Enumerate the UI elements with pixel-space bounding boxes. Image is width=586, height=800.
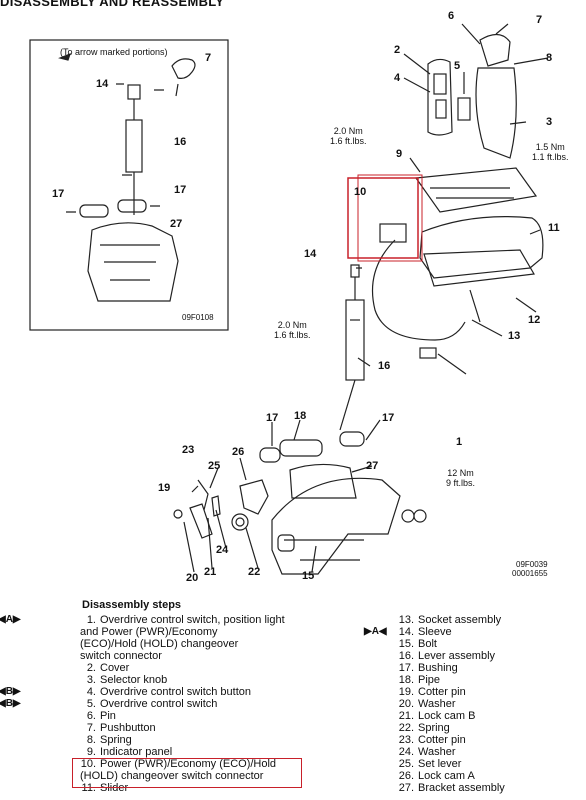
callout-11: 11: [548, 222, 560, 234]
step-14: ▶A◀ 14.Sleeve: [364, 626, 452, 638]
step-6: 6.Pin: [86, 710, 116, 722]
inset-callout-27: 27: [170, 218, 183, 230]
inset-frame: [29, 39, 229, 331]
callout-20: 20: [186, 572, 199, 584]
inset-callout-16: 16: [174, 136, 187, 148]
step-1: ◀A▶ 1.Overdrive control switch, position…: [0, 614, 285, 626]
highlight-step-10: [72, 758, 302, 788]
callout-16: 16: [378, 360, 391, 372]
step-15: 15.Bolt: [398, 638, 437, 650]
steps-left-column: ◀A▶ 1.Overdrive control switch, position…: [0, 614, 285, 794]
highlight-box-10: [347, 177, 419, 259]
tag-b1: ◀B▶: [0, 686, 21, 697]
steps-right-column: 13.Socket assembly ▶A◀ 14.Sleeve 15.Bolt…: [364, 614, 505, 794]
inset-knob: [171, 58, 196, 97]
lever-assembly: [345, 299, 365, 381]
step-13: 13.Socket assembly: [398, 614, 502, 626]
callout-26: 26: [232, 446, 245, 458]
inset-note: (To arrow marked portions): [60, 47, 168, 57]
lock-cam-b: [189, 503, 213, 539]
steps-title: Disassembly steps: [82, 599, 182, 611]
step-4: ◀B▶ 4.Overdrive control switch button: [0, 686, 252, 698]
callout-27: 27: [366, 460, 379, 472]
step-24: 24.Washer: [398, 746, 456, 758]
tag-a: ◀A▶: [0, 614, 21, 625]
step-19: 19.Cotter pin: [398, 686, 466, 698]
callout-4: 4: [394, 72, 401, 84]
inset-callout-17b: 17: [174, 184, 187, 196]
callout-19: 19: [158, 482, 171, 494]
callout-3: 3: [546, 116, 553, 128]
step-18: 18.Pipe: [398, 674, 441, 686]
callout-23: 23: [182, 444, 195, 456]
step-7: 7.Pushbutton: [86, 722, 156, 734]
cover: [427, 58, 453, 136]
callout-14: 14: [304, 248, 317, 260]
callout-13: 13: [508, 330, 521, 342]
callout-8: 8: [546, 52, 553, 64]
step-5: ◀B▶ 5.Overdrive control switch: [0, 698, 218, 710]
callout-5: 5: [454, 60, 461, 72]
inset-callout-7: 7: [205, 52, 212, 64]
step-3: 3.Selector knob: [86, 674, 168, 686]
callout-17b: 17: [382, 412, 395, 424]
step-17: 17.Bushing: [398, 662, 458, 674]
callout-7: 7: [536, 14, 543, 26]
highlight-box-10-outer: [357, 174, 423, 262]
tag-b2: ◀B▶: [0, 698, 21, 709]
tag-a-14: ▶A◀: [364, 626, 387, 637]
step-21: 21.Lock cam B: [398, 710, 476, 722]
callout-12: 12: [528, 314, 541, 326]
connector-1: [419, 347, 437, 359]
bracket-assembly: [271, 477, 401, 575]
callout-18: 18: [294, 410, 307, 422]
callout-6: 6: [448, 10, 455, 22]
step-11: 11.Slider: [81, 782, 129, 794]
harness: [371, 239, 481, 341]
callout-22: 22: [248, 566, 261, 578]
callout-17a: 17: [266, 412, 279, 424]
inset-code: 09F0108: [182, 313, 214, 322]
step-23: 23.Cotter pin: [398, 734, 466, 746]
lock-cam-a: [239, 479, 269, 515]
step-27: 27.Bracket assembly: [398, 782, 505, 794]
step-16: 16.Lever assembly: [398, 650, 496, 662]
step-25: 25.Set lever: [398, 758, 462, 770]
step-2: 2.Cover: [86, 662, 130, 674]
callout-2: 2: [394, 44, 401, 56]
slider: [419, 216, 544, 279]
indicator-panel: [414, 167, 538, 213]
step-22: 22.Spring: [398, 722, 450, 734]
callout-21: 21: [204, 566, 217, 578]
exploded-diagram: [29, 23, 549, 575]
callout-10: 10: [354, 186, 367, 198]
step-9: 9.Indicator panel: [86, 746, 173, 758]
step-26: 26.Lock cam A: [398, 770, 475, 782]
step-8: 8.Spring: [86, 734, 132, 746]
callout-15: 15: [302, 570, 315, 582]
callout-1: 1: [456, 436, 463, 448]
knob-top: [479, 33, 511, 67]
callout-24: 24: [216, 544, 229, 556]
selector-knob: [475, 67, 517, 159]
step-20: 20.Washer: [398, 698, 456, 710]
page-header: DISASSEMBLY AND REASSEMBLY: [0, 0, 225, 9]
sleeve: [350, 264, 360, 278]
callout-9: 9: [396, 148, 403, 160]
inset-callout-17a: 17: [52, 188, 65, 200]
step-10: 10.Power (PWR)/Economy (ECO)/Hold: [80, 758, 277, 770]
inset-callout-14: 14: [96, 78, 109, 90]
callout-25: 25: [208, 460, 221, 472]
